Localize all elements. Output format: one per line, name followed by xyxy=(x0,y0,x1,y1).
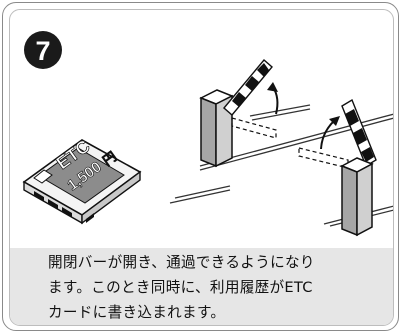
etc-gate-illustration: 7 xyxy=(22,31,393,237)
step-number: 7 xyxy=(35,36,50,66)
step-badge: 7 xyxy=(24,31,62,69)
gate-post-left xyxy=(199,89,234,168)
caption-line-2: ます。このとき同時に、利用履歴がETC xyxy=(48,279,313,296)
etc-card-device: ETC 1,500 円 xyxy=(22,136,142,225)
caption-line-1: 開閉バーが開き、通過できるようになり xyxy=(48,254,315,271)
gate-bar-left xyxy=(223,59,279,139)
gate-bar-right xyxy=(298,98,377,169)
instruction-card-frame: 7 xyxy=(2,2,399,331)
step-badge-circle xyxy=(24,31,62,69)
gate-post-right xyxy=(340,157,374,237)
caption-line-3: カードに書き込まれます。 xyxy=(48,304,226,321)
instruction-panel: 7 xyxy=(9,9,394,326)
caption-box: 開閉バーが開き、通過できるようになり ます。このとき同時に、利用履歴がETC カ… xyxy=(10,248,393,325)
